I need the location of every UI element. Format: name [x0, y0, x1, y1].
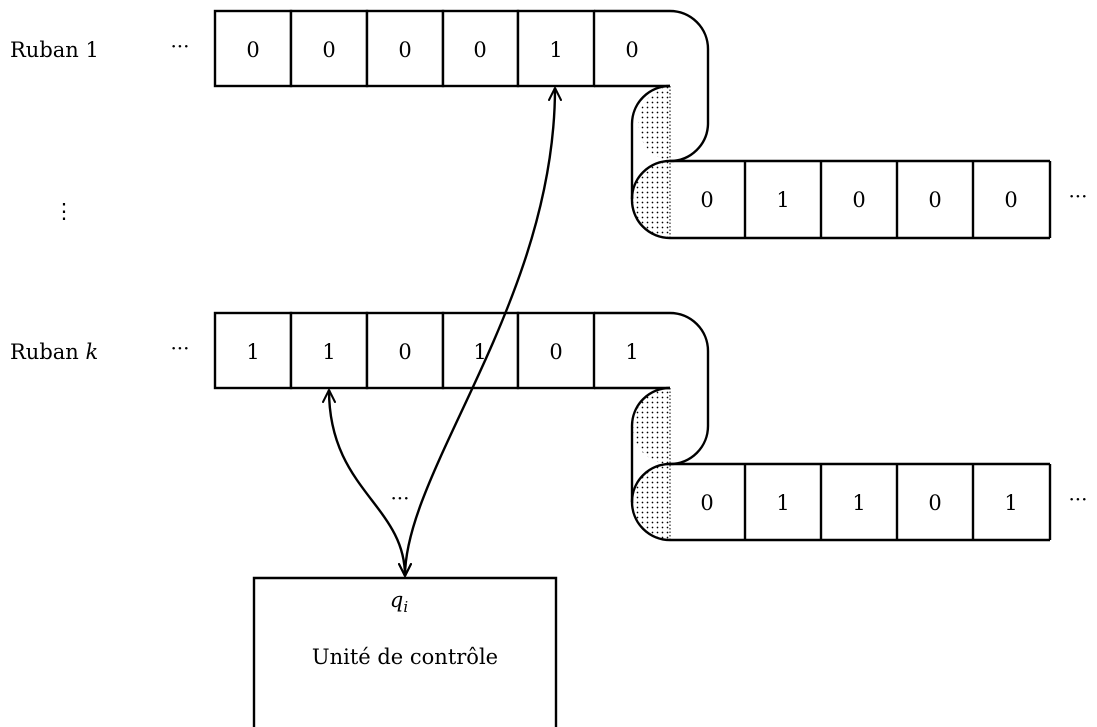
cell-value: 1: [246, 340, 259, 364]
tape-cell: [213, 311, 293, 390]
middle-ellipsis: ···: [390, 486, 409, 510]
tape-1-upper-cells: 0 0 0 0 1 0: [213, 9, 670, 88]
tape-1-left-ellipsis: ···: [170, 34, 189, 58]
cell-value: 1: [549, 38, 562, 62]
cell-value: 0: [1004, 188, 1017, 212]
head-arrow-tape-k: [322, 389, 412, 577]
tape-1-lower-cells: 0 1 0 0 0: [670, 159, 1052, 240]
cell-value: 1: [776, 491, 789, 515]
control-unit-label: Unité de contrôle: [312, 645, 498, 669]
tape-1: 0 0 0 0 1 0 0 1 0 0 0: [213, 9, 1052, 240]
control-unit-box: [252, 576, 558, 727]
cell-value: 1: [322, 340, 335, 364]
cell-value: 0: [700, 491, 713, 515]
cell-value: 1: [852, 491, 865, 515]
cell-value: 0: [398, 340, 411, 364]
cell-value: 0: [700, 188, 713, 212]
tape-1-label: Ruban 1: [10, 38, 99, 62]
vertical-ellipsis: ⋮: [54, 199, 75, 223]
tape-k-left-ellipsis: ···: [170, 336, 189, 360]
cell-value: 1: [776, 188, 789, 212]
tape-k-label: Ruban k: [10, 340, 98, 364]
tape-cell: [213, 9, 293, 88]
tape-cell: [441, 9, 520, 88]
head-arrow-tape-1: [398, 87, 562, 577]
tape-k-lower-cells: 0 1 1 0 1: [670, 462, 1052, 542]
tape-1-fold: [594, 9, 710, 240]
tape-k: 1 1 0 1 0 1 0 1 1 0 1: [213, 311, 1052, 542]
cell-value: 1: [1004, 491, 1017, 515]
state-label: qi: [390, 588, 408, 616]
tape-1-right-ellipsis: ···: [1068, 184, 1087, 208]
tape-k-fold: [594, 311, 710, 542]
cell-value: 0: [549, 340, 562, 364]
tape-cell: [516, 9, 596, 88]
cell-value: 0: [928, 491, 941, 515]
cell-value: 0: [246, 38, 259, 62]
cell-value: 0: [852, 188, 865, 212]
cell-value: 0: [473, 38, 486, 62]
tape-k-right-ellipsis: ···: [1068, 487, 1087, 511]
cell-value: 0: [928, 188, 941, 212]
cell-value: 0: [322, 38, 335, 62]
cell-value: 0: [398, 38, 411, 62]
control-unit: qi Unité de contrôle: [252, 576, 558, 727]
cell-value: 1: [625, 340, 638, 364]
cell-value: 0: [625, 38, 638, 62]
tape-k-upper-cells: 1 1 0 1 0 1: [213, 311, 670, 390]
